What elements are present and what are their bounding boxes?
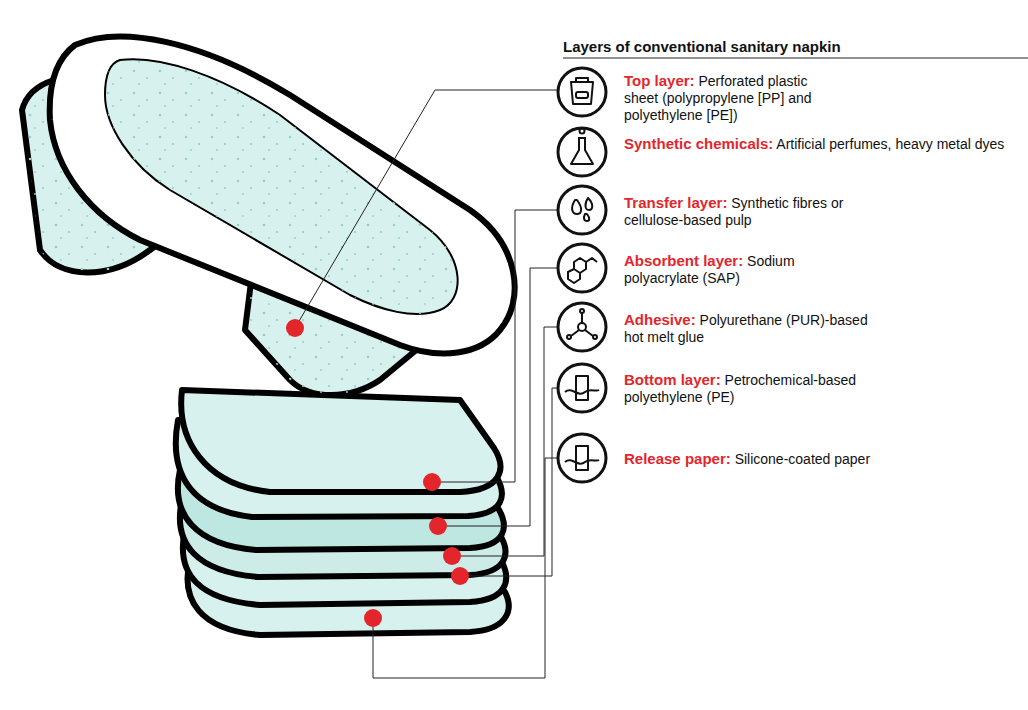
layer-description: Top layer: Perforated plastic sheet (pol… <box>624 72 839 124</box>
layer-material: Silicone-coated paper <box>735 451 870 467</box>
layer-name: Bottom layer: <box>624 371 721 388</box>
layer-description: Synthetic chemicals: Artificial perfumes… <box>624 135 1019 153</box>
diagram-title: Layers of conventional sanitary napkin <box>563 38 841 55</box>
layer-description: Bottom layer: Petrochemical-based polyet… <box>624 371 874 406</box>
callout-dots <box>286 319 469 627</box>
layer-icons <box>558 68 606 482</box>
layer-name: Top layer: <box>624 72 695 89</box>
layer-description: Release paper: Silicone-coated paper <box>624 450 924 468</box>
layer-name: Transfer layer: <box>624 194 727 211</box>
layer-description: Transfer layer: Synthetic fibres or cell… <box>624 194 869 229</box>
layer-name: Release paper: <box>624 450 731 467</box>
title-rule <box>563 58 1028 59</box>
icon-glyphs <box>565 78 599 470</box>
layer-description: Adhesive: Polyurethane (PUR)-based hot m… <box>624 311 884 346</box>
layer-name: Adhesive: <box>624 311 696 328</box>
napkin-layers <box>22 37 515 635</box>
layer-name: Synthetic chemicals: <box>624 135 773 152</box>
layer-material: Artificial perfumes, heavy metal dyes <box>776 136 1004 152</box>
leader-lines <box>295 90 558 678</box>
layer-description: Absorbent layer: Sodium polyacrylate (SA… <box>624 252 854 287</box>
layer-name: Absorbent layer: <box>624 252 743 269</box>
